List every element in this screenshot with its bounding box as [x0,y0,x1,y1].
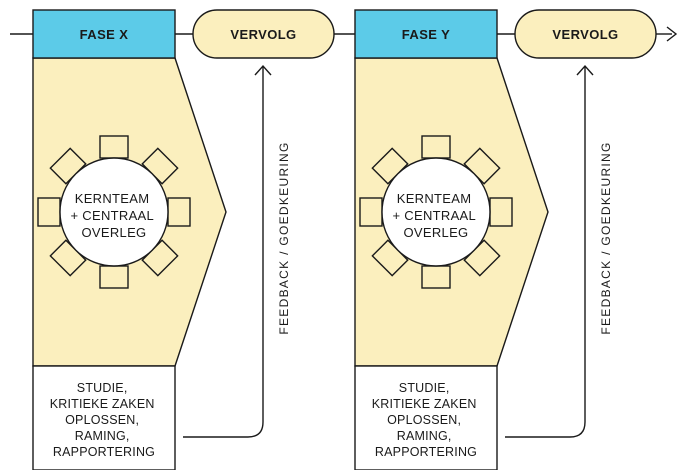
tasks-line: RAPPORTERING [375,445,477,459]
tasks-box [32,365,176,470]
core-team-label: KERNTEAM + CENTRAAL OVERLEG [71,191,158,240]
phase-header-label: FASE Y [402,27,450,42]
core-team-line: OVERLEG [404,225,469,240]
tasks-line: OPLOSSEN, [387,413,461,427]
tasks-label: STUDIE, KRITIEKE ZAKEN OPLOSSEN, RAMING,… [372,381,481,459]
tasks-line: OPLOSSEN, [65,413,139,427]
core-team-line: OVERLEG [82,225,147,240]
tasks-line: STUDIE, [77,381,128,395]
feedback-label: FEEDBACK / GOEDKEURING [599,141,613,334]
phase-header-box [354,9,498,59]
core-team-line: KERNTEAM [397,191,472,206]
vervolg-label: VERVOLG [552,27,618,42]
meeting-table [59,157,169,267]
feedback-arrow-line [183,67,264,438]
feedback-arrow-line [505,67,586,438]
tasks-label: STUDIE, KRITIEKE ZAKEN OPLOSSEN, RAMING,… [50,381,159,459]
phase-header-label: FASE X [80,27,129,42]
core-team-line: + CENTRAAL [393,208,476,223]
phase-block: FASE X VERVOLG KERNTEAM + CENTRAAL OVERL… [10,9,355,470]
tasks-box [354,365,498,470]
vervolg-label: VERVOLG [230,27,296,42]
tasks-line: RAPPORTERING [53,445,155,459]
arrow-up-icon [254,64,272,76]
core-team-line: KERNTEAM [75,191,150,206]
tasks-line: KRITIEKE ZAKEN [50,397,155,411]
core-team-line: + CENTRAAL [71,208,154,223]
arrow-up-icon [576,64,594,76]
tasks-line: RAMING, [397,429,452,443]
meeting-table [381,157,491,267]
phase-block: FASE Y VERVOLG KERNTEAM + CENTRAAL OVERL… [354,9,672,470]
tasks-line: STUDIE, [399,381,450,395]
round-table-with-eight-chairs-icon [359,135,513,289]
feedback-label: FEEDBACK / GOEDKEURING [277,141,291,334]
vervolg-box [514,9,657,59]
phase-header-box [32,9,176,59]
vervolg-box [192,9,335,59]
tasks-line: KRITIEKE ZAKEN [372,397,477,411]
arrow-right-icon [666,26,678,42]
tasks-line: RAMING, [75,429,130,443]
round-table-with-eight-chairs-icon [37,135,191,289]
core-team-label: KERNTEAM + CENTRAAL OVERLEG [393,191,480,240]
